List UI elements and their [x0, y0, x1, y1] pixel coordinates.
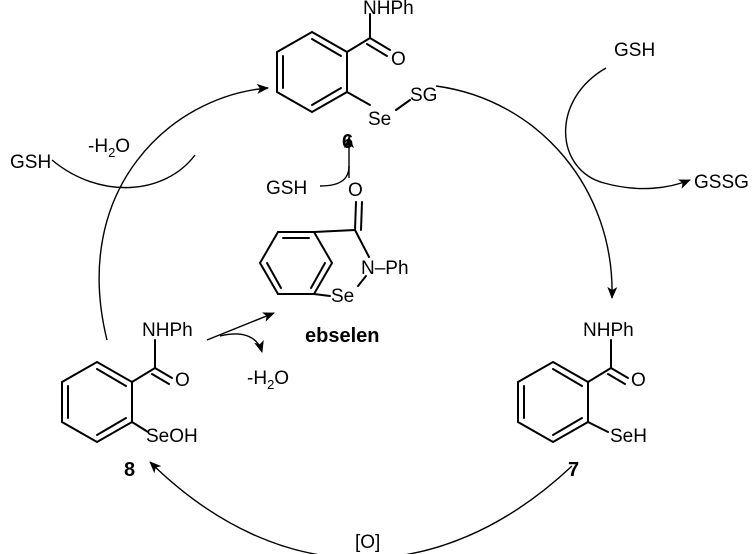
compound-8-nhph-label: NHPh [142, 320, 193, 341]
reagent-minus-h2o-center: -H2O [247, 368, 289, 392]
arrow-7-to-8 [149, 461, 573, 554]
ebselen-name-label: ebselen [305, 325, 379, 347]
compound-7-number: 7 [568, 459, 579, 481]
compound-6-ring [276, 30, 348, 114]
ebselen-se-label: Se [331, 286, 354, 307]
compound-6-se-label: Se [368, 109, 391, 130]
ebselen-n-ph-label: N–Ph [361, 258, 409, 279]
reagent-gsh-top-right: GSH [614, 40, 655, 61]
compound-6: NHPh O Se SG 6 [276, 0, 437, 153]
reagent-minus-h2o-left: -H2O [88, 136, 130, 160]
ebselen-ring [258, 231, 334, 295]
compound-ebselen: O N–Ph Se ebselen [258, 180, 409, 347]
arrow-water-out-center [219, 333, 264, 353]
compound-7-bonds [587, 339, 629, 433]
compound-6-nhph-label: NHPh [363, 0, 414, 19]
compound-8: NHPh O SeOH 8 [61, 320, 198, 481]
compound-7-ring [517, 360, 589, 444]
compound-6-bonds [346, 13, 411, 111]
compound-8-number: 8 [124, 459, 135, 481]
compound-8-bonds [131, 339, 173, 433]
compound-8-ring [61, 360, 133, 444]
arrow-8-to-ebselen [206, 312, 275, 341]
arrow-6-to-7 [435, 85, 618, 299]
compound-7: NHPh O SeH 7 [517, 320, 647, 481]
compound-7-seh-label: SeH [610, 426, 647, 447]
compound-7-nhph-label: NHPh [583, 320, 634, 341]
ebselen-bonds [313, 201, 370, 297]
compound-8-seoh-label: SeOH [146, 426, 198, 447]
reagent-gssg: GSSG [694, 172, 749, 193]
compound-6-sg-label: SG [410, 85, 437, 106]
reagent-gsh-left: GSH [10, 152, 51, 173]
reagent-oxidant: [O] [355, 532, 380, 553]
ebselen-o-label: O [348, 180, 363, 201]
arrow-gsh-in-center [319, 165, 350, 187]
compound-6-o-label: O [391, 49, 406, 70]
arrow-gsh-in-left [51, 154, 196, 189]
arrow-8-to-6 [98, 83, 269, 341]
reagent-gsh-center: GSH [266, 178, 307, 199]
compound-8-o-label: O [175, 370, 190, 391]
compound-6-number: 6 [342, 131, 353, 153]
arrow-gsh-in-gssg-out [564, 67, 691, 190]
compound-7-o-label: O [631, 370, 646, 391]
